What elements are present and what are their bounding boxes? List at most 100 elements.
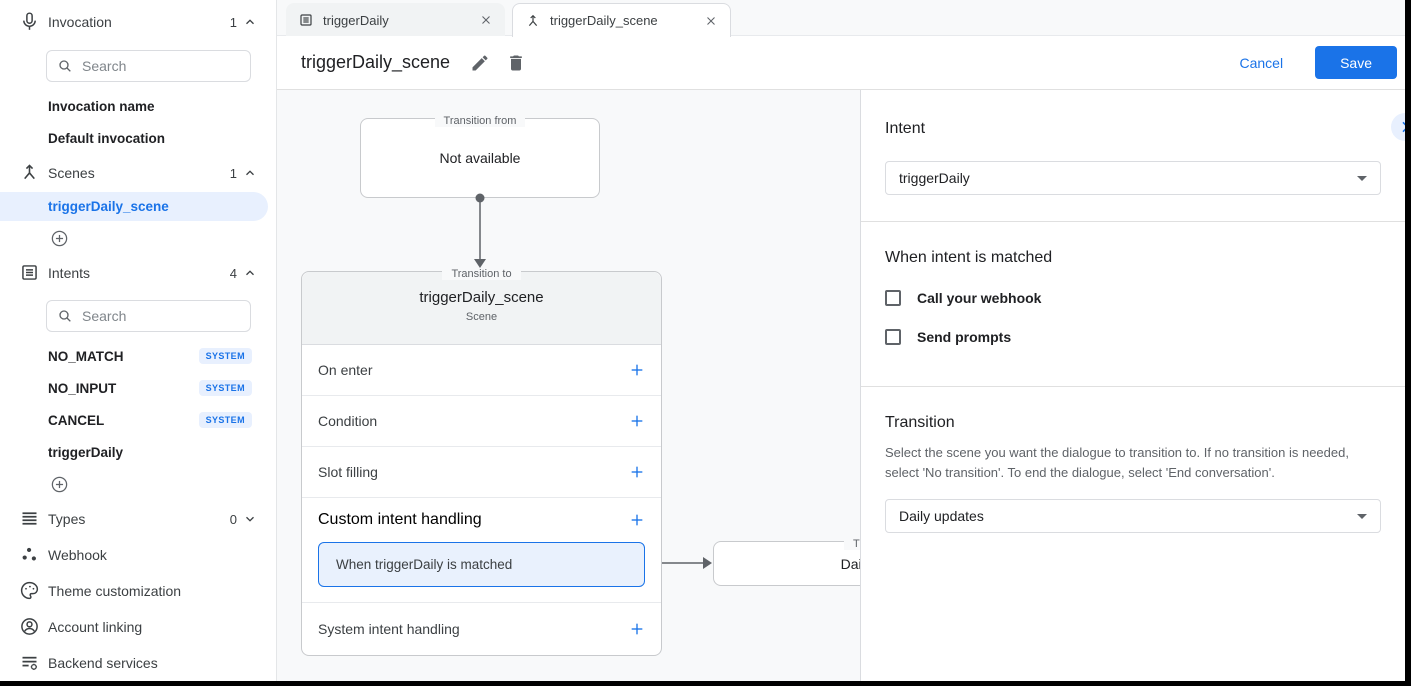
sidebar-section-label: Scenes	[48, 165, 95, 181]
checkbox-unchecked-icon[interactable]	[885, 290, 901, 306]
transition-from-box: Transition from Not available	[360, 115, 600, 198]
save-button[interactable]: Save	[1315, 46, 1397, 79]
transition-target-value: Daily updates	[840, 555, 860, 572]
chevron-right-icon	[1402, 121, 1405, 133]
edit-icon[interactable]	[470, 53, 490, 73]
scene-card-header: triggerDaily_scene Scene	[302, 272, 661, 345]
dropdown-caret-icon	[1357, 175, 1367, 181]
cancel-button[interactable]: Cancel	[1239, 54, 1284, 71]
sidebar-section-intents[interactable]: Intents 4	[0, 261, 277, 285]
intent-detail-panel: Intent triggerDaily When intent is match…	[860, 90, 1405, 681]
add-icon[interactable]	[629, 621, 645, 637]
when-matched-heading: When intent is matched	[885, 249, 1053, 266]
sidebar-item-label: Theme customization	[48, 583, 182, 599]
invocation-search[interactable]	[46, 50, 251, 82]
sidebar-item-account-linking[interactable]: Account linking	[0, 615, 277, 639]
chevron-up-icon[interactable]	[243, 266, 257, 280]
sidebar-section-label: Intents	[48, 265, 91, 281]
transition-from-legend: Transition from	[434, 115, 526, 127]
scene-row-system-intent-handling[interactable]: System intent handling	[302, 603, 661, 654]
intent-dropdown[interactable]: triggerDaily	[885, 161, 1381, 195]
scene-card-title: triggerDaily_scene	[419, 289, 544, 306]
sidebar-item-label: Backend services	[48, 655, 158, 671]
page-header: triggerDaily_scene Cancel Save	[277, 36, 1405, 90]
checkbox-label: Send prompts	[917, 329, 1012, 345]
transition-dropdown-value: Daily updates	[899, 508, 984, 524]
system-badge: SYSTEM	[198, 380, 252, 396]
sidebar-item-no-input[interactable]: NO_INPUT	[48, 381, 117, 396]
add-intent-button[interactable]	[50, 475, 69, 494]
sidebar-item-no-match[interactable]: NO_MATCH	[48, 349, 124, 364]
dropdown-caret-icon	[1357, 513, 1367, 519]
add-scene-button[interactable]	[50, 229, 69, 248]
system-badge: SYSTEM	[198, 412, 252, 428]
search-icon	[59, 310, 71, 322]
call-webhook-checkbox-row[interactable]: Call your webhook	[885, 290, 1381, 306]
delete-icon[interactable]	[506, 53, 526, 73]
sidebar-item-invocation-name[interactable]: Invocation name	[48, 99, 155, 114]
intent-dropdown-value: triggerDaily	[899, 170, 970, 186]
scene-row-condition[interactable]: Condition	[302, 396, 661, 447]
chevron-down-icon[interactable]	[243, 512, 257, 526]
search-input[interactable]	[82, 58, 222, 74]
scene-row-label: System intent handling	[318, 620, 460, 637]
sidebar-section-label: Invocation	[48, 14, 112, 30]
sidebar-section-scenes[interactable]: Scenes 1	[0, 161, 277, 185]
close-icon[interactable]	[704, 14, 718, 28]
intent-icon	[298, 12, 314, 28]
sidebar-item-theme-customization[interactable]: Theme customization	[0, 579, 277, 603]
backend-services-icon	[19, 652, 40, 673]
intent-icon	[19, 262, 40, 283]
types-count: 0	[229, 511, 237, 527]
add-icon[interactable]	[629, 464, 645, 480]
transition-description: Select the scene you want the dialogue t…	[885, 445, 1349, 480]
add-icon[interactable]	[629, 362, 645, 378]
transition-from-value: Not available	[439, 150, 521, 166]
sidebar-item-backend-services[interactable]: Backend services	[0, 651, 277, 675]
scene-row-custom-intent-handling: Custom intent handling When triggerDaily…	[302, 498, 661, 603]
sidebar-item-webhook[interactable]: Webhook	[0, 543, 277, 567]
chevron-up-icon[interactable]	[243, 15, 257, 29]
menu-lines-icon	[19, 508, 40, 529]
tab-triggerdaily[interactable]: triggerDaily	[286, 3, 505, 37]
sidebar-item-default-invocation[interactable]: Default invocation	[48, 131, 166, 146]
add-icon[interactable]	[629, 413, 645, 429]
account-icon	[19, 616, 40, 637]
chevron-up-icon[interactable]	[243, 166, 257, 180]
sidebar-item-cancel[interactable]: CANCEL	[48, 413, 105, 428]
page-title: triggerDaily_scene	[301, 52, 451, 72]
sidebar-item-label: Webhook	[48, 547, 107, 563]
webhook-icon	[19, 544, 40, 565]
intents-count: 4	[229, 265, 237, 281]
sidebar-item-triggerdaily[interactable]: triggerDaily	[48, 445, 124, 460]
tab-triggerdaily-scene[interactable]: triggerDaily_scene	[512, 3, 731, 37]
tab-label: triggerDaily_scene	[550, 13, 658, 28]
add-icon[interactable]	[629, 512, 645, 528]
sidebar: Invocation 1 Invocation name Default inv…	[0, 0, 277, 681]
tab-bar: triggerDaily triggerDaily_scene	[277, 0, 1405, 37]
intents-search[interactable]	[46, 300, 251, 332]
sidebar-item-label: Account linking	[48, 619, 143, 635]
scene-row-slot-filling[interactable]: Slot filling	[302, 447, 661, 498]
close-icon[interactable]	[479, 13, 493, 27]
when-matched-section: When intent is matched Call your webhook…	[861, 222, 1405, 387]
intent-section: Intent triggerDaily	[861, 90, 1405, 222]
scene-card-subtitle: Scene	[465, 311, 498, 323]
scene-row-label: Condition	[318, 413, 378, 429]
transition-dropdown[interactable]: Daily updates	[885, 499, 1381, 533]
sidebar-section-types[interactable]: Types 0	[0, 507, 277, 531]
send-prompts-checkbox-row[interactable]: Send prompts	[885, 329, 1381, 345]
transition-target-box[interactable]: Transition to Daily updates	[713, 538, 860, 586]
transition-heading: Transition	[885, 414, 955, 431]
checkbox-unchecked-icon[interactable]	[885, 329, 901, 345]
transition-section: Transition Select the scene you want the…	[861, 387, 1405, 563]
sidebar-item-triggerdaily-scene[interactable]: triggerDaily_scene	[0, 192, 268, 221]
collapse-panel-button[interactable]	[1391, 113, 1405, 141]
matched-intent-item[interactable]: When triggerDaily is matched	[318, 542, 645, 587]
sidebar-section-invocation[interactable]: Invocation 1	[0, 10, 277, 34]
tab-label: triggerDaily	[323, 12, 389, 28]
intent-heading: Intent	[885, 120, 926, 137]
microphone-icon	[19, 11, 40, 32]
search-input[interactable]	[82, 308, 222, 324]
scene-row-on-enter[interactable]: On enter	[302, 345, 661, 396]
